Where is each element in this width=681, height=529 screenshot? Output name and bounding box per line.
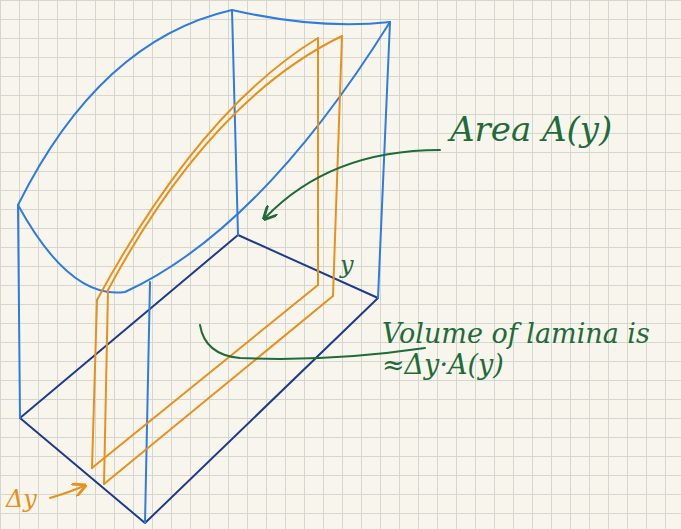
volume-note: Volume of lamina is ≈Δy·A(y)	[382, 318, 677, 380]
height-label: y	[340, 252, 354, 280]
area-label: Area A(y)	[450, 110, 612, 149]
thickness-label: Δy	[6, 486, 37, 514]
